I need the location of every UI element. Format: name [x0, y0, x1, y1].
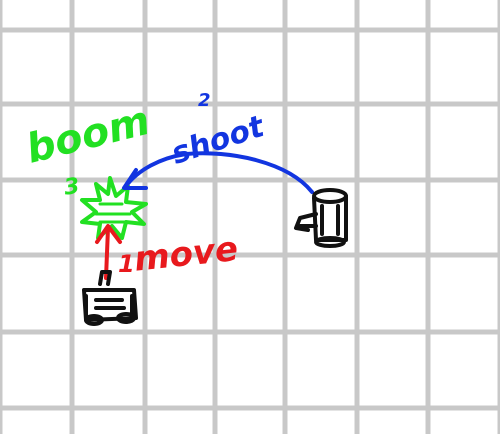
- step-2-number: 2: [198, 90, 211, 111]
- step-2-label: shoot: [167, 109, 270, 172]
- enemy-tank-icon: [294, 188, 348, 248]
- move-arrow-icon: [95, 224, 122, 280]
- step-1-label: move: [132, 229, 240, 280]
- shoot-arc-arrow-icon: [122, 151, 314, 194]
- step-3-label: boom: [22, 98, 155, 173]
- player-tank-icon: [82, 270, 138, 326]
- step-3-number: 3: [63, 174, 82, 201]
- explosion-icon: [80, 176, 148, 240]
- step-1-number: 1: [118, 250, 135, 278]
